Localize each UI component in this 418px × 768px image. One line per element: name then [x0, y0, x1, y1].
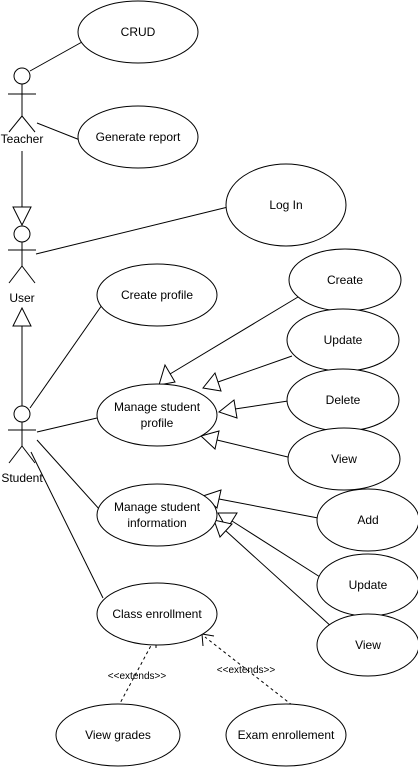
- use-case-label-line-1: Manage student: [114, 400, 201, 414]
- actor-student: Student: [1, 405, 43, 485]
- use-case-label: Create profile: [121, 288, 193, 302]
- use-case-exam-enrollment[interactable]: Exam enrollement: [225, 703, 347, 767]
- use-case-label: Delete: [326, 393, 361, 407]
- hollow-triangle-arrowhead: [12, 206, 32, 227]
- use-case-label: Generate report: [96, 130, 181, 144]
- hollow-triangle-arrowhead: [158, 363, 176, 386]
- hollow-triangle-arrowhead: [12, 306, 32, 327]
- use-case-info-update[interactable]: Update: [316, 553, 418, 617]
- extends-label-left: <<extends>>: [108, 671, 167, 682]
- assoc-student-class-enrollment: [30, 451, 104, 599]
- hollow-triangle-arrowhead: [217, 399, 238, 419]
- use-case-view-grades[interactable]: View grades: [55, 703, 181, 767]
- extends-label-right: <<extends>>: [217, 665, 276, 676]
- assoc-student-manage-profile: [36, 417, 98, 433]
- actor-head: [13, 67, 31, 85]
- use-case-crud[interactable]: CRUD: [77, 0, 199, 64]
- actor-teacher: Teacher: [1, 67, 44, 146]
- actor-label-student: Student: [1, 471, 43, 485]
- use-case-profile-view[interactable]: View: [287, 427, 401, 491]
- use-case-generate-report[interactable]: Generate report: [77, 105, 199, 169]
- assoc-student-create-profile: [29, 304, 103, 409]
- associations: [29, 41, 229, 599]
- generalizations-information: [202, 489, 334, 629]
- use-case-label: Exam enrollement: [238, 728, 335, 742]
- use-case-label: Create: [327, 273, 363, 287]
- use-case-label-line-2: profile: [141, 416, 174, 430]
- use-case-label: Log In: [269, 198, 302, 212]
- use-case-manage-student-profile[interactable]: Manage student profile: [96, 383, 218, 447]
- hollow-triangle-arrowhead: [202, 371, 222, 392]
- use-case-profile-update[interactable]: Update: [286, 308, 400, 372]
- use-case-log-in[interactable]: Log In: [225, 163, 347, 247]
- use-case-class-enrollment[interactable]: Class enrollment: [96, 582, 218, 646]
- actor-user: User: [8, 225, 36, 305]
- hollow-triangle-arrowhead: [200, 430, 220, 450]
- generalization-student-user: [12, 306, 32, 406]
- open-arrowhead: [201, 633, 215, 647]
- use-case-label: CRUD: [121, 25, 156, 39]
- hollow-triangle-arrowhead: [217, 512, 238, 530]
- actor-head: [13, 225, 31, 243]
- use-case-label: View: [331, 452, 357, 466]
- assoc-teacher-report: [36, 122, 81, 141]
- use-case-label: View grades: [85, 728, 151, 742]
- actor-label-user: User: [9, 291, 34, 305]
- hollow-triangle-arrowhead: [213, 519, 233, 538]
- use-case-label: Add: [357, 513, 378, 527]
- use-case-label: Update: [324, 333, 363, 347]
- use-case-label: Class enrollment: [112, 607, 202, 621]
- generalization-teacher-user: [12, 151, 32, 227]
- use-case-manage-student-information[interactable]: Manage student information: [96, 483, 218, 547]
- use-case-profile-delete[interactable]: Delete: [286, 368, 400, 432]
- assoc-student-manage-info: [36, 439, 101, 511]
- actor-head: [13, 405, 31, 423]
- use-case-label: Update: [349, 578, 388, 592]
- use-case-profile-create[interactable]: Create: [288, 248, 402, 312]
- actor-label-teacher: Teacher: [1, 132, 44, 146]
- use-case-label: View: [355, 638, 381, 652]
- generalizations-profile: [158, 296, 299, 459]
- use-case-label-line-1: Manage student: [114, 500, 201, 514]
- use-case-create-profile[interactable]: Create profile: [96, 263, 218, 327]
- assoc-teacher-crud: [29, 41, 83, 72]
- use-case-info-view[interactable]: View: [316, 613, 418, 677]
- assoc-user-login: [35, 206, 229, 255]
- use-case-info-add[interactable]: Add: [316, 488, 418, 552]
- use-case-label-line-2: information: [127, 516, 186, 530]
